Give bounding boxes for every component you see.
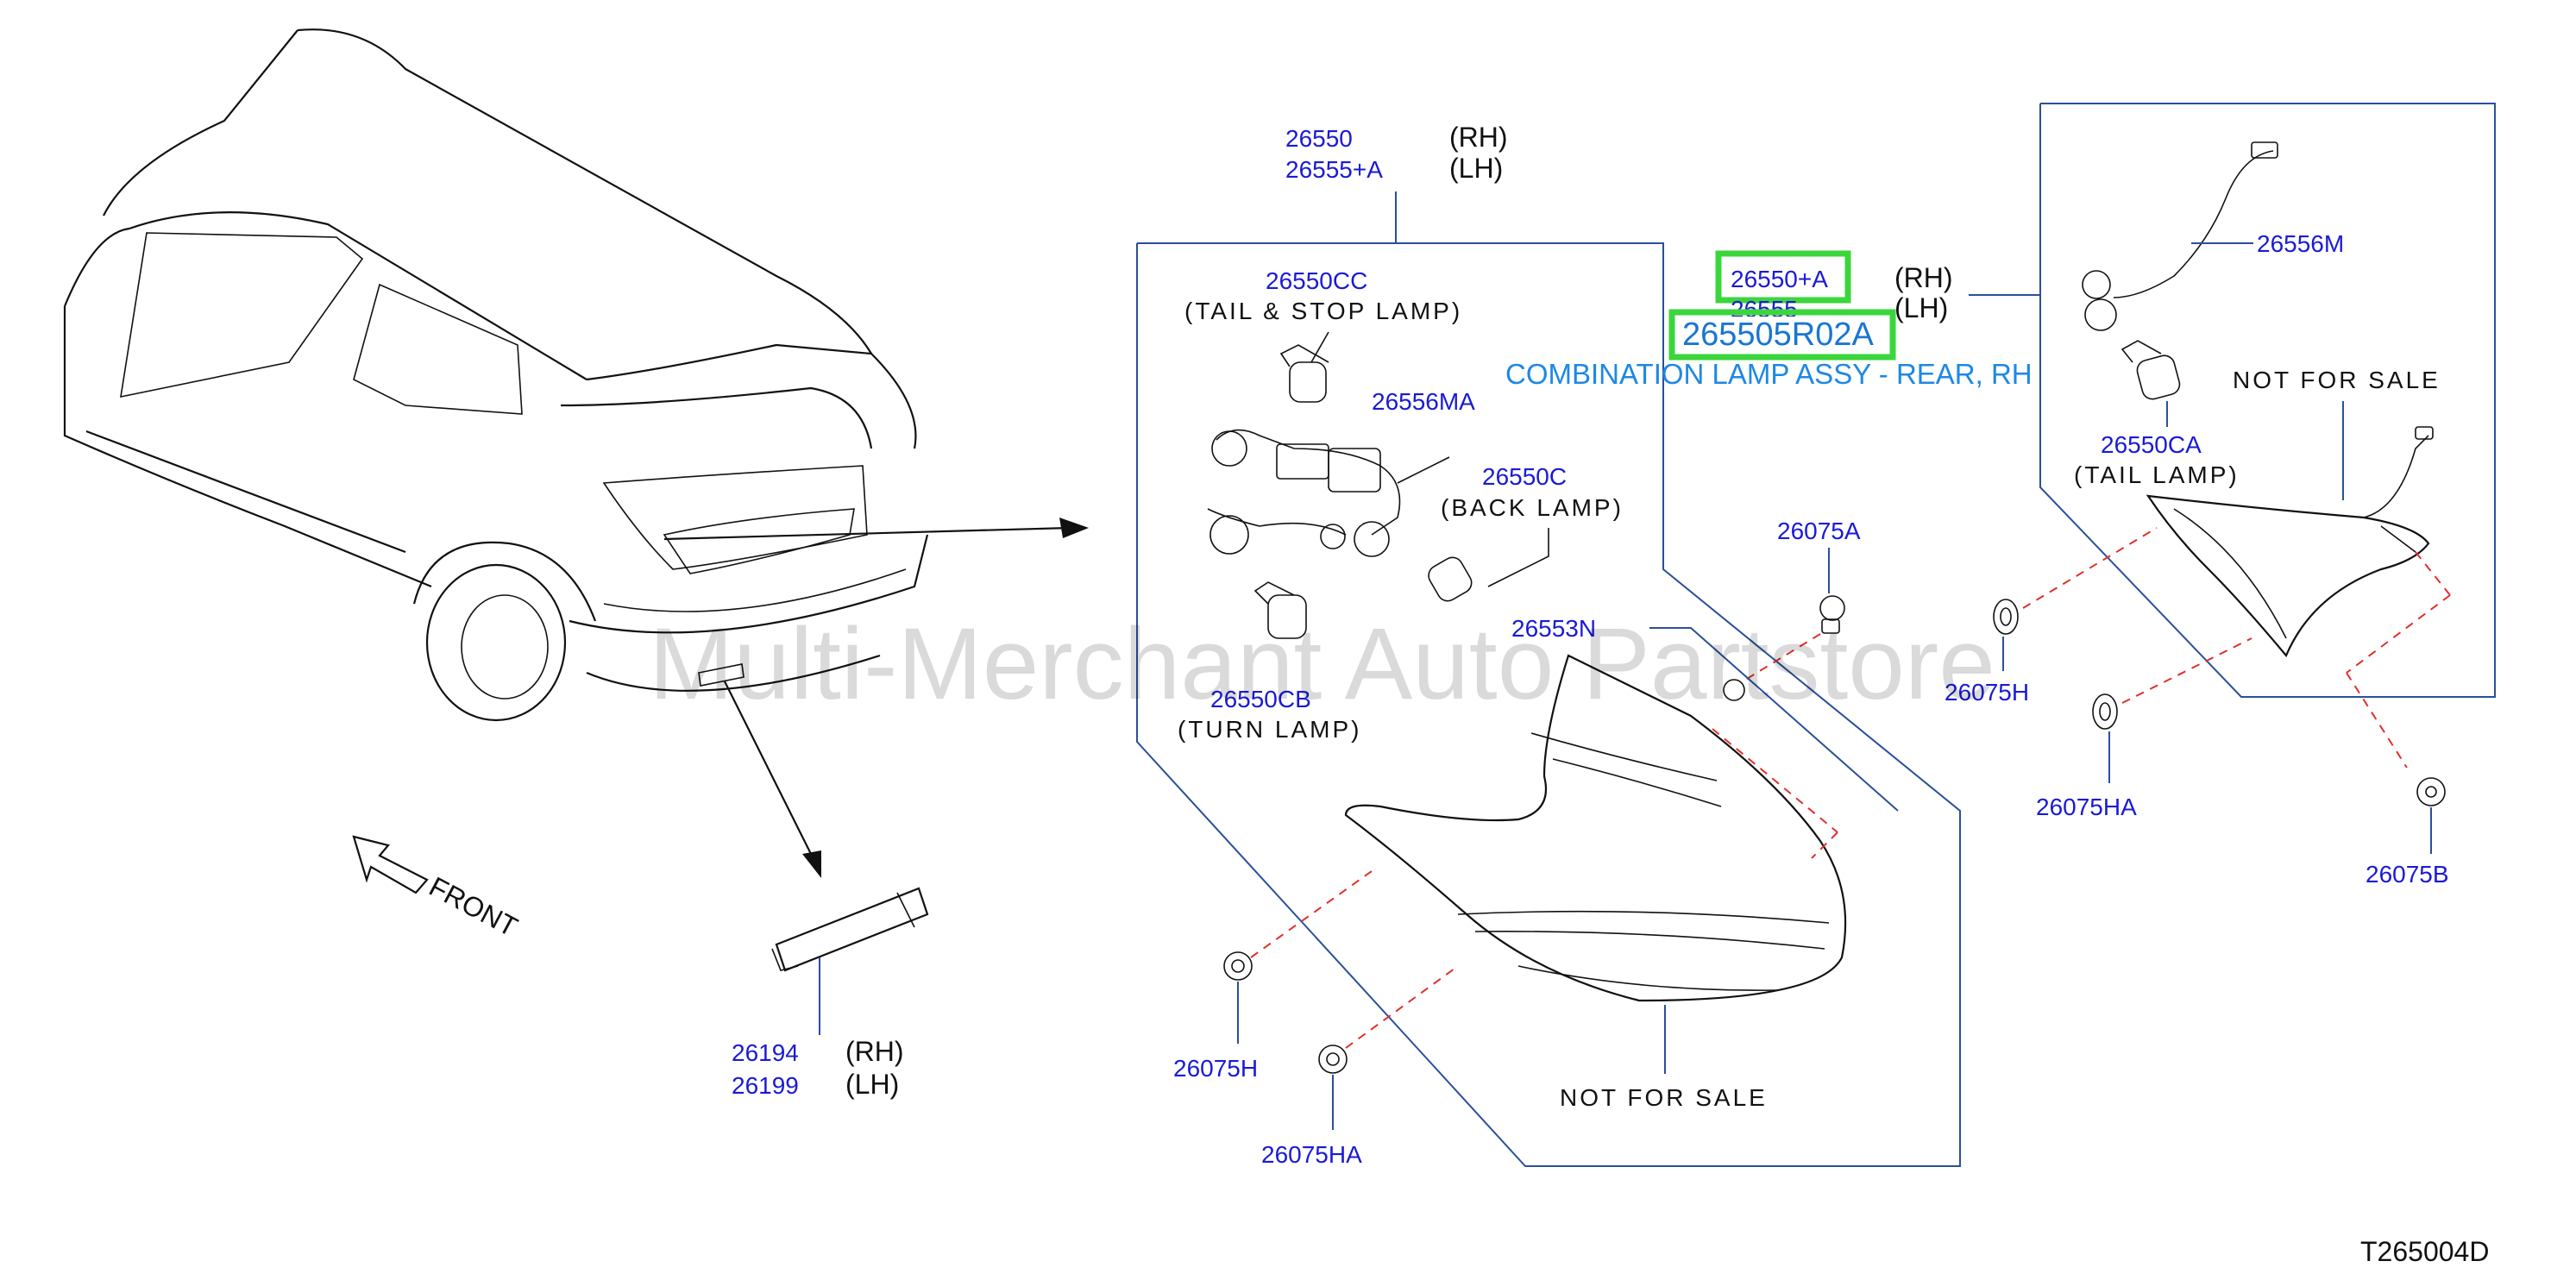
callout-26556ma[interactable]: 26556MA bbox=[1372, 388, 1475, 415]
side-marker-lamp[interactable] bbox=[771, 887, 929, 1035]
bulb-turn[interactable] bbox=[1253, 581, 1307, 639]
rear-combination-lamp-body[interactable] bbox=[1344, 654, 1847, 1002]
fastener-26075h-left[interactable] bbox=[1223, 870, 1373, 1044]
watermark: Multi-Merchant Auto Partstore bbox=[649, 607, 1995, 721]
detail-arrows bbox=[663, 518, 1089, 878]
leader-26553n bbox=[1649, 627, 1899, 812]
front-indicator: FRONT bbox=[352, 835, 523, 943]
callout-26555a[interactable]: 26555+A bbox=[1285, 156, 1383, 183]
bulb-tail-26550ca[interactable] bbox=[2120, 340, 2182, 427]
callout-26075a[interactable]: 26075A bbox=[1777, 518, 1861, 544]
callout-26550a-inset[interactable]: 26550+A bbox=[1731, 266, 1828, 292]
callout-26075h-left[interactable]: 26075H bbox=[1173, 1055, 1258, 1082]
callout-26199-side: (LH) bbox=[845, 1069, 899, 1100]
selected-part-description: COMBINATION LAMP ASSY - REAR, RH bbox=[1505, 358, 2033, 390]
vehicle-illustration bbox=[63, 28, 929, 722]
front-label: FRONT bbox=[424, 870, 523, 943]
callout-26550a-side: (RH) bbox=[1894, 262, 1953, 293]
inset-lamp-body[interactable] bbox=[2146, 426, 2451, 769]
callout-26194[interactable]: 26194 bbox=[732, 1039, 799, 1066]
callout-26553n[interactable]: 26553N bbox=[1511, 615, 1596, 642]
fastener-26075b[interactable] bbox=[2416, 777, 2446, 854]
callout-26075b[interactable]: 26075B bbox=[2366, 861, 2449, 888]
callout-26075h-right[interactable]: 26075H bbox=[1945, 679, 2029, 706]
label-tail-lamp: (TAIL LAMP) bbox=[2074, 461, 2240, 488]
callout-26550[interactable]: 26550 bbox=[1285, 125, 1353, 152]
callout-26199[interactable]: 26199 bbox=[732, 1072, 799, 1099]
fastener-26075ha-right[interactable] bbox=[2092, 637, 2252, 783]
fastener-26075a[interactable] bbox=[1723, 548, 1845, 701]
assembly-frame bbox=[1136, 191, 1961, 1167]
callout-26550c[interactable]: 26550C bbox=[1482, 463, 1567, 490]
bulb-tail-stop[interactable] bbox=[1279, 331, 1329, 403]
callout-26550ca[interactable]: 26550CA bbox=[2101, 431, 2202, 458]
callout-26550cb[interactable]: 26550CB bbox=[1210, 686, 1311, 712]
harness-26556ma[interactable] bbox=[1207, 429, 1450, 557]
callout-26075ha-right[interactable]: 26075HA bbox=[2036, 794, 2137, 820]
highlight-selected-part bbox=[1668, 309, 1896, 361]
bulb-back[interactable] bbox=[1425, 528, 1549, 605]
callout-26555a-side: (LH) bbox=[1449, 153, 1503, 184]
fastener-26075ha-left[interactable] bbox=[1318, 965, 1459, 1130]
inset-frame bbox=[1969, 103, 2496, 698]
callout-26550cc[interactable]: 26550CC bbox=[1266, 267, 1367, 294]
callout-26550-side: (RH) bbox=[1449, 122, 1508, 153]
callout-26194-side: (RH) bbox=[845, 1036, 904, 1067]
inset-not-for-sale: NOT FOR SALE bbox=[2233, 367, 2441, 393]
selected-part-number[interactable]: 265505R02A bbox=[1682, 317, 1875, 353]
callout-26075ha-left[interactable]: 26075HA bbox=[1261, 1141, 1362, 1168]
inset-harness[interactable] bbox=[2082, 141, 2278, 331]
fastener-26075h-right[interactable] bbox=[1993, 527, 2158, 671]
highlight-26550a bbox=[1715, 250, 1851, 304]
label-tail-stop-lamp: (TAIL & STOP LAMP) bbox=[1184, 298, 1462, 324]
diagram-code: T265004D bbox=[2360, 1236, 2489, 1267]
label-turn-lamp: (TURN LAMP) bbox=[1178, 716, 1361, 743]
callout-26556m[interactable]: 26556M bbox=[2257, 230, 2344, 257]
not-for-sale-label: NOT FOR SALE bbox=[1560, 1084, 1768, 1111]
label-back-lamp: (BACK LAMP) bbox=[1441, 494, 1624, 521]
callout-26555-side: (LH) bbox=[1894, 292, 1948, 323]
